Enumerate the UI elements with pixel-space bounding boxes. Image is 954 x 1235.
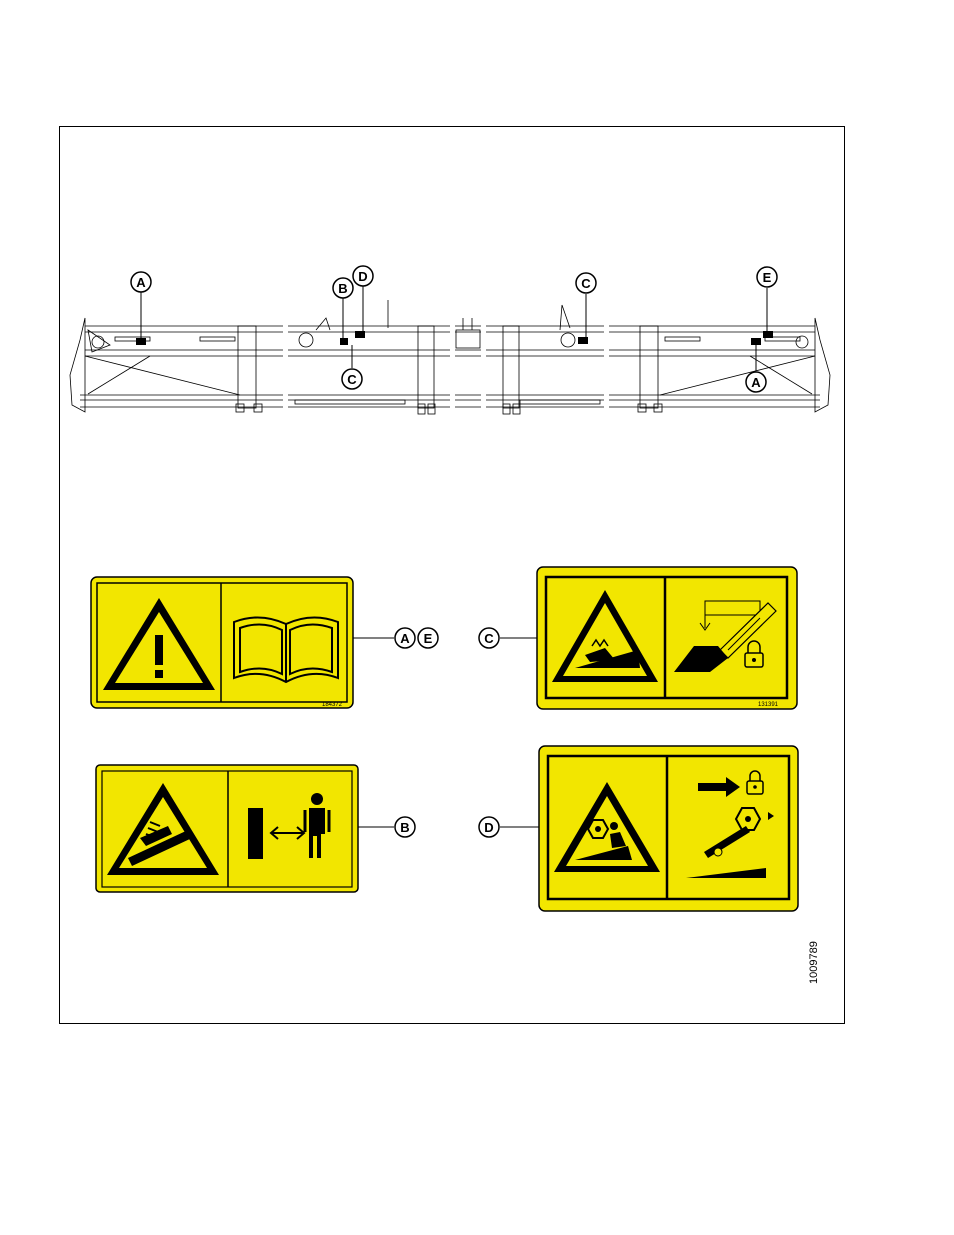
callout-label: A	[751, 375, 761, 390]
callout-a-left: A	[131, 272, 151, 292]
callout-label: A	[136, 275, 146, 290]
callout-label: C	[581, 276, 591, 291]
callout-d-decal: D	[479, 817, 499, 837]
decal-part-number: 131391	[758, 702, 779, 708]
callout-label: A	[400, 631, 410, 646]
callout-label: B	[338, 281, 347, 296]
callout-label: B	[400, 820, 409, 835]
figure-number: 1009789	[808, 941, 820, 984]
decal-ae: 184372	[91, 577, 353, 708]
callout-d-frame: D	[353, 266, 373, 286]
callout-e-decal: E	[418, 628, 438, 648]
callout-c-frame-left: C	[342, 369, 362, 389]
callout-e-frame: E	[757, 267, 777, 287]
callout-label: D	[484, 820, 493, 835]
header-frame-drawing	[70, 300, 830, 414]
callout-label: D	[358, 269, 367, 284]
callout-a-right: A	[746, 372, 766, 392]
callout-label: E	[424, 631, 433, 646]
decal-b	[96, 765, 358, 892]
callout-c-decal: C	[479, 628, 499, 648]
callout-label: C	[484, 631, 494, 646]
callout-a-decal: A	[395, 628, 415, 648]
decal-part-number: 184372	[322, 702, 343, 708]
callout-label: C	[347, 372, 357, 387]
callout-b-decal: B	[395, 817, 415, 837]
callout-b-frame: B	[333, 278, 353, 298]
callout-label: E	[763, 270, 772, 285]
decal-c: 131391	[537, 567, 797, 709]
callout-c-frame-right: C	[576, 273, 596, 293]
decal-d	[539, 746, 798, 911]
